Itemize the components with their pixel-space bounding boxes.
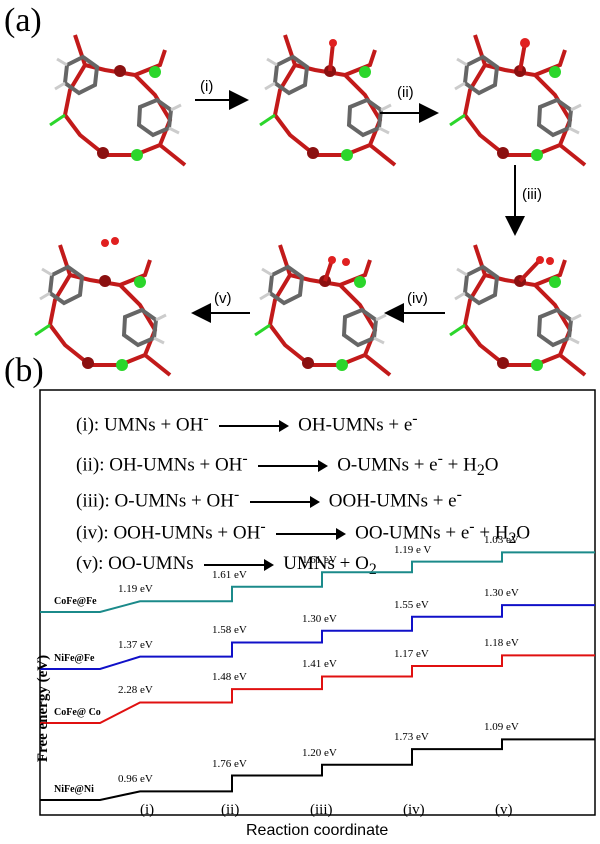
x-step-label-i: (i)	[140, 802, 155, 818]
molecule-6	[33, 237, 172, 377]
molecule-3	[448, 33, 587, 167]
panel-a-label: (a)	[4, 2, 42, 39]
energy-label-1-1: 1.58 eV	[212, 624, 247, 637]
panel-b-label: (b)	[4, 352, 44, 389]
series-name-1: NiFe@Fe	[54, 653, 95, 664]
energy-label-2-3: 1.17 eV	[394, 647, 429, 660]
energy-label-1-2: 1.30 eV	[302, 612, 337, 625]
series-line-3	[40, 738, 595, 801]
series-line-2	[40, 654, 595, 724]
y-axis-label: Free energy (eV)	[35, 654, 52, 763]
energy-label-2-1: 1.48 eV	[212, 671, 247, 684]
series-name-0: CoFe@Fe	[54, 596, 97, 607]
x-axis-label: Reaction coordinate	[246, 822, 389, 839]
step-label-a-v: (v)	[214, 290, 232, 307]
equation-1: (i): UMNs + OH- OH-UMNs + e-	[76, 410, 418, 436]
step-label-a-ii: (ii)	[397, 84, 414, 101]
panel-b-frame	[39, 389, 596, 816]
energy-label-0-3: 1.19 e V	[394, 543, 432, 556]
energy-label-0-1: 1.61 eV	[212, 568, 247, 581]
energy-label-2-0: 2.28 eV	[118, 684, 153, 697]
x-step-label-ii: (ii)	[221, 802, 240, 818]
series-line-0	[40, 551, 595, 613]
x-step-label-iii: (iii)	[310, 802, 333, 818]
equation-2: (ii): OH-UMNs + OH- O-UMNs + e- + H2O	[76, 450, 499, 480]
energy-label-0-0: 1.19 eV	[118, 583, 153, 596]
equation-4: (iv): OOH-UMNs + OH- OO-UMNs + e- + H2O	[76, 518, 531, 548]
energy-label-3-2: 1.20 eV	[302, 746, 337, 759]
energy-label-2-4: 1.18 eV	[484, 637, 519, 650]
step-label-a-iv: (iv)	[407, 290, 428, 307]
series-line-1	[40, 604, 595, 670]
energy-label-1-4: 1.30 eV	[484, 587, 519, 600]
x-step-label-v: (v)	[495, 802, 513, 818]
series-name-2: CoFe@ Co	[54, 707, 101, 718]
x-step-label-iv: (iv)	[403, 802, 425, 818]
energy-label-3-3: 1.73 eV	[394, 731, 429, 744]
step-label-a-iii: (iii)	[522, 186, 542, 203]
energy-label-0-2: 1.61 eV	[302, 554, 337, 567]
step-label-a-i: (i)	[200, 78, 214, 95]
molecule-2	[258, 33, 397, 167]
energy-label-2-2: 1.41 eV	[302, 658, 337, 671]
molecule-4	[448, 243, 587, 377]
equation-3: (iii): O-UMNs + OH- OOH-UMNs + e-	[76, 486, 462, 512]
energy-label-3-1: 1.76 eV	[212, 757, 247, 770]
energy-label-3-0: 0.96 eV	[118, 773, 153, 786]
molecule-5	[253, 243, 392, 377]
equation-5: (v): OO-UMNs UMNs + O2	[76, 553, 377, 578]
energy-label-0-4: 1.03 eV	[484, 534, 519, 547]
energy-label-1-0: 1.37 eV	[118, 638, 153, 651]
series-name-3: NiFe@Ni	[54, 784, 94, 795]
energy-label-1-3: 1.55 eV	[394, 598, 429, 611]
energy-label-3-4: 1.09 eV	[484, 721, 519, 734]
